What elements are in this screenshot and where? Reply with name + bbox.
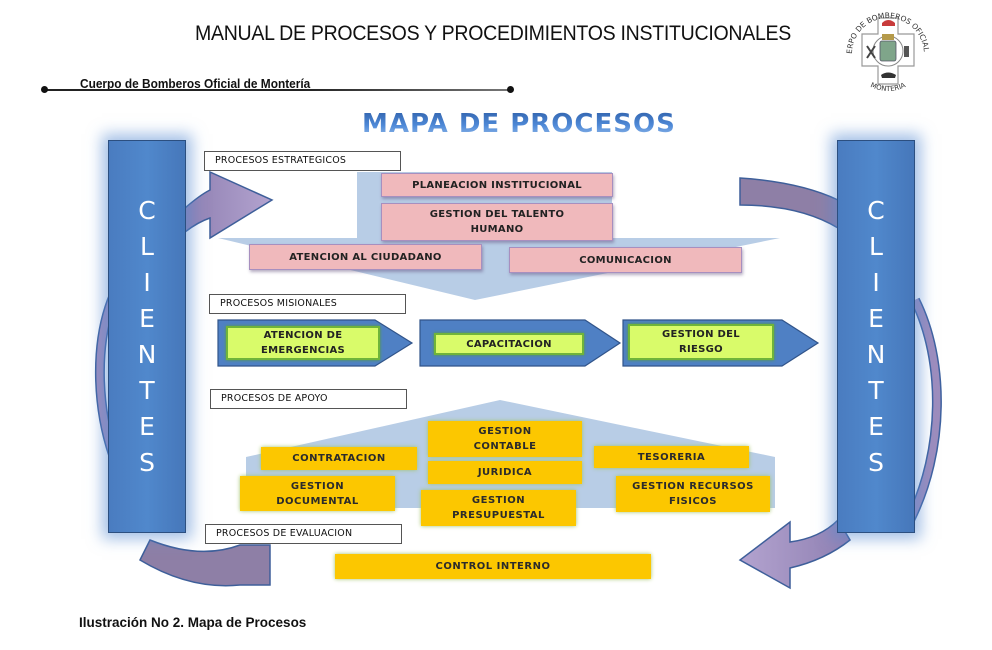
- clientes-letter: T: [139, 375, 155, 405]
- hydrant-icon: [904, 46, 909, 57]
- section-label-strategic: PROCESOS ESTRATEGICOS: [204, 151, 401, 171]
- crossed-axes-icon: [866, 45, 876, 59]
- hose-nozzle-icon: [881, 72, 896, 78]
- document-title: MANUAL DE PROCESOS Y PROCEDIMIENTOS INST…: [195, 22, 792, 45]
- clientes-letter: L: [869, 231, 883, 261]
- figure-caption: Ilustración No 2. Mapa de Procesos: [79, 615, 307, 630]
- crown-icon: [882, 34, 894, 40]
- section-label-support: PROCESOS DE APOYO: [210, 389, 407, 409]
- clientes-letter: E: [139, 411, 155, 441]
- clientes-letter: C: [138, 195, 156, 225]
- clientes-letter: I: [872, 267, 880, 297]
- section-label-missional: PROCESOS MISIONALES: [209, 294, 406, 314]
- seal-bottom-text: MONTERIA: [869, 81, 907, 93]
- left-input-arrow: [184, 170, 274, 240]
- process-box: GESTION DEL RIESGO: [628, 324, 774, 360]
- process-box: CONTRATACION: [261, 447, 417, 470]
- clientes-letter: N: [137, 339, 157, 369]
- clientes-letter: N: [866, 339, 886, 369]
- header-divider: [44, 89, 512, 91]
- right-top-arc: [739, 177, 839, 230]
- coat-of-arms-icon: [879, 40, 897, 62]
- right-output-arrow: [738, 518, 851, 590]
- section-label-evaluation: PROCESOS DE EVALUACION: [205, 524, 402, 544]
- divider-left-dot: [41, 86, 48, 93]
- process-box: GESTION PRESUPUESTAL: [421, 490, 576, 526]
- clientes-letter: T: [868, 375, 884, 405]
- clientes-letter: E: [139, 303, 155, 333]
- svg-text:MONTERIA: MONTERIA: [869, 81, 907, 93]
- fire-helmet-icon: [882, 20, 895, 26]
- process-box: GESTION DOCUMENTAL: [240, 476, 395, 511]
- process-box: CONTROL INTERNO: [335, 554, 651, 579]
- process-box: ATENCION DE EMERGENCIAS: [226, 326, 380, 360]
- process-box: GESTION RECURSOS FISICOS: [616, 476, 770, 512]
- process-box: GESTION CONTABLE: [428, 421, 582, 457]
- bomberos-seal-logo: CUERPO DE BOMBEROS OFICIAL DE MONTERIA: [838, 4, 931, 93]
- process-box: TESORERIA: [594, 446, 749, 468]
- process-box: PLANEACION INSTITUCIONAL: [381, 173, 613, 197]
- clientes-letter: L: [140, 231, 154, 261]
- clientes-letter: C: [867, 195, 885, 225]
- process-box: CAPACITACION: [434, 333, 584, 355]
- clientes-letter: S: [139, 447, 155, 477]
- left-bottom-return-arrow: [139, 539, 271, 587]
- clientes-letter: E: [868, 411, 884, 441]
- process-box: COMUNICACION: [509, 247, 742, 273]
- clientes-letter: S: [868, 447, 884, 477]
- organization-name: Cuerpo de Bomberos Oficial de Montería: [80, 77, 311, 91]
- process-box: ATENCION AL CIUDADANO: [249, 244, 482, 270]
- process-box: JURIDICA: [428, 461, 582, 484]
- divider-right-dot: [507, 86, 514, 93]
- process-box: GESTION DEL TALENTO HUMANO: [381, 203, 613, 241]
- clientes-letter: E: [868, 303, 884, 333]
- clientes-letter: I: [143, 267, 151, 297]
- map-title: MAPA DE PROCESOS: [362, 109, 676, 139]
